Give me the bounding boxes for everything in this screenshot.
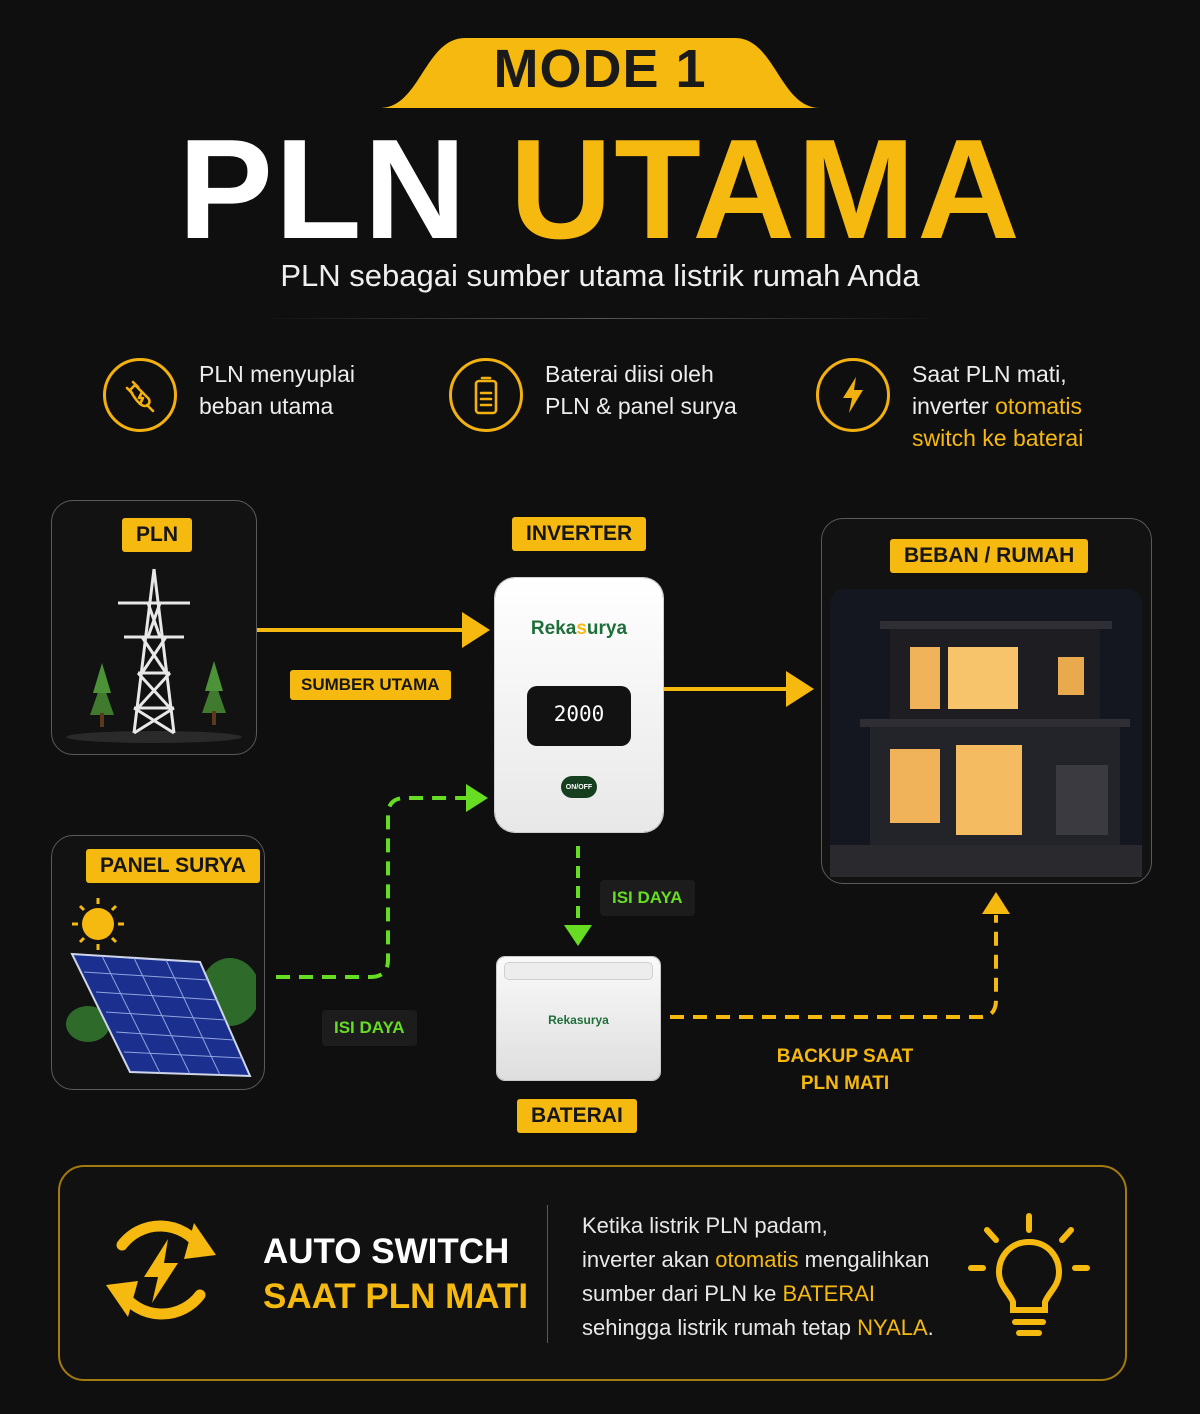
auto-switch-panel: AUTO SWITCH SAAT PLN MATI Ketika listrik… [58, 1165, 1127, 1381]
feature-battery-charge: Baterai diisi oleh PLN & panel surya [449, 358, 737, 432]
pln-card: PLN [51, 500, 257, 755]
flow-battery-arrowhead [564, 925, 592, 946]
solar-panel-icon [66, 898, 256, 1078]
auto-switch-title: AUTO SWITCH SAAT PLN MATI [263, 1232, 529, 1316]
solar-tag: PANEL SURYA [86, 849, 260, 883]
lightning-icon [816, 358, 890, 432]
house-icon [830, 589, 1142, 877]
flow-solar-to-inverter [276, 796, 468, 979]
feature-auto-switch-text: Saat PLN mati, inverter otomatis switch … [912, 361, 1084, 451]
auto-switch-description: Ketika listrik PLN padam, inverter akan … [582, 1213, 934, 1340]
pln-tag: PLN [122, 518, 192, 552]
solar-card: PANEL SURYA [51, 835, 265, 1090]
mode-badge-label: MODE 1 [493, 39, 707, 99]
auto-switch-icon [106, 1220, 216, 1320]
battery-icon [449, 358, 523, 432]
subtitle: PLN sebagai sumber utama listrik rumah A… [280, 258, 920, 293]
inverter-power-button: ON/OFF [561, 776, 597, 798]
flow-pln-label: SUMBER UTAMA [290, 670, 451, 700]
feature-pln-supply: PLN menyuplai beban utama [103, 358, 355, 432]
plug-icon [103, 358, 177, 432]
inverter-display-value: 2000 [553, 702, 605, 726]
lightbulb-icon [968, 1213, 1090, 1336]
load-card: BEBAN / RUMAH [821, 518, 1152, 884]
inverter-display: 2000 [527, 686, 631, 746]
flow-backup-label: BACKUP SAAT PLN MATI [776, 1046, 914, 1094]
inverter-brand: Rekasurya [530, 618, 628, 639]
inverter-unit: Rekasurya 2000 ON/OFF [495, 578, 663, 832]
flow-battery-to-load [670, 915, 998, 1019]
flow-pln-arrowhead [462, 612, 490, 648]
subtitle-divider [260, 318, 940, 319]
flow-backup-arrowhead [982, 892, 1010, 914]
panel-divider [547, 1205, 548, 1343]
battery-unit: Rekasurya [497, 957, 660, 1080]
mode-badge: MODE 1 [380, 30, 820, 108]
flow-battery-label: ISI DAYA [600, 880, 695, 916]
load-tag: BEBAN / RUMAH [890, 539, 1089, 573]
feature-pln-supply-text: PLN menyuplai beban utama [199, 361, 355, 419]
transmission-tower-icon [66, 568, 242, 743]
title-utama: UTAMA [509, 110, 1022, 269]
flow-load-arrowhead [786, 671, 814, 707]
battery-tag: BATERAI [517, 1099, 637, 1133]
title-pln: PLN [178, 110, 469, 269]
flow-solar-label: ISI DAYA [322, 1010, 417, 1046]
page-title: PLN UTAMA [0, 115, 1200, 265]
battery-brand: Rekasurya [548, 1013, 609, 1027]
inverter-tag: INVERTER [512, 517, 647, 551]
feature-battery-charge-text: Baterai diisi oleh PLN & panel surya [545, 361, 737, 419]
flow-solar-arrowhead [466, 784, 488, 812]
feature-auto-switch: Saat PLN mati, inverter otomatis switch … [816, 358, 1083, 454]
